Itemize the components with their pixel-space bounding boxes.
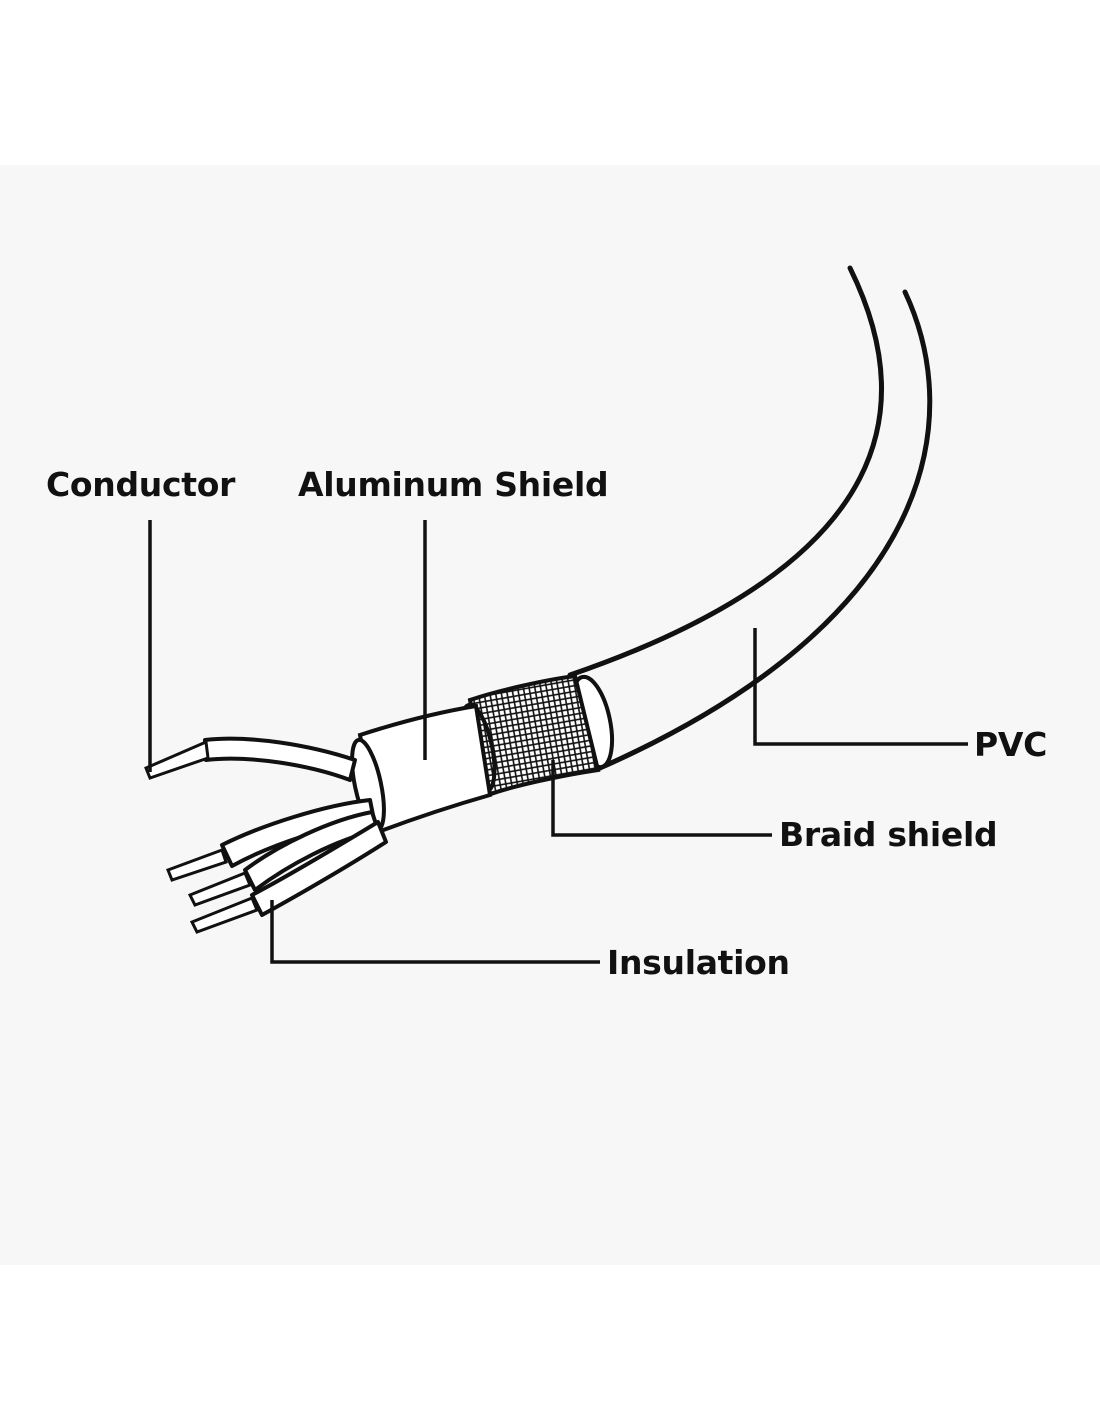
leader-lines — [148, 520, 968, 964]
braid-shield-leader — [551, 760, 772, 837]
pvc-leader — [753, 628, 968, 746]
pvc-jacket — [567, 265, 933, 771]
insulation-label: Insulation — [607, 943, 790, 982]
pvc-label: PVC — [974, 725, 1048, 764]
aluminum-shield-label: Aluminum Shield — [298, 465, 609, 504]
insulation-leader — [270, 900, 600, 964]
bare-conductors — [144, 739, 259, 934]
conductor-label: Conductor — [46, 465, 236, 504]
braid-shield-label: Braid shield — [779, 815, 998, 854]
aluminum-shield — [350, 703, 493, 835]
